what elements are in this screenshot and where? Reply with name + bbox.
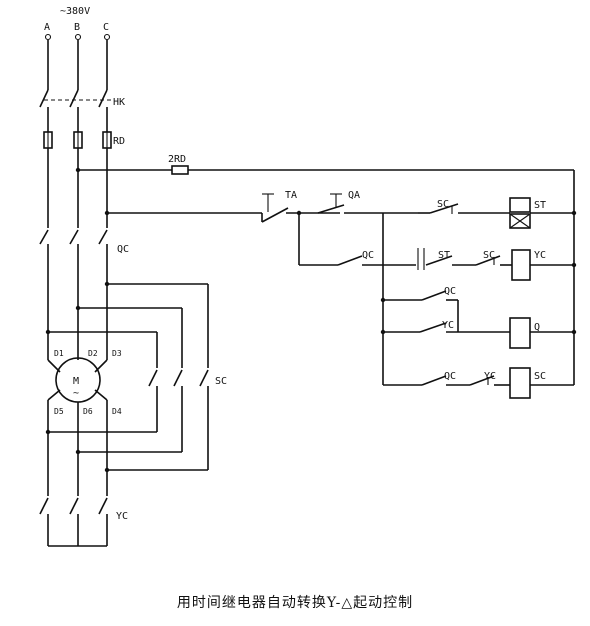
motor-tilde: ~: [73, 388, 79, 399]
terminal-a: [44, 33, 52, 41]
terminal-d4: D4: [112, 407, 122, 416]
figure-caption: 用时间继电器自动转换Y-△起动控制: [176, 595, 414, 611]
qc-hold-contact: [298, 213, 384, 385]
qc-contact-rung4-label: QC: [444, 371, 456, 382]
start-button-label: QA: [348, 190, 360, 201]
phase-b-label: B: [74, 22, 80, 33]
yc-contact-label: YC: [442, 320, 454, 331]
main-contactor-qc: [39, 229, 108, 332]
motor-symbol: M: [73, 376, 79, 387]
st-coil-label: ST: [534, 200, 546, 211]
stop-button-ta: [261, 193, 340, 223]
start-button-qa: [317, 193, 418, 214]
rung-q-coil: [380, 290, 574, 349]
rung-yc-coil: [383, 248, 574, 281]
terminal-d6: D6: [83, 407, 93, 416]
junction-right-3: [571, 329, 577, 335]
yc-contact-2-label: YC: [484, 371, 496, 382]
qc-hold-contact-label: QC: [362, 250, 374, 261]
motor: [47, 332, 108, 425]
phase-lines-top: [47, 40, 108, 90]
control-supply: [78, 165, 575, 385]
junction-right-2: [571, 262, 577, 268]
qc-contact-rung3-label: QC: [444, 286, 456, 297]
knife-switch-hk: [39, 89, 112, 132]
terminal-c: [103, 33, 111, 41]
terminal-b: [74, 33, 82, 41]
star-wiring: [39, 425, 110, 547]
sc-coil-label: SC: [534, 371, 546, 382]
terminal-d1: D1: [54, 349, 64, 358]
sc-contact-2-label: SC: [483, 250, 495, 261]
rung-st-coil: [418, 197, 574, 229]
terminal-d3: D3: [112, 349, 122, 358]
delta-wiring: [45, 281, 209, 471]
junction-right-1: [571, 210, 577, 216]
terminal-d2: D2: [88, 349, 98, 358]
contactor-yc-label: YC: [116, 511, 128, 522]
terminal-d5: D5: [54, 407, 64, 416]
q-coil-label: Q: [534, 322, 540, 333]
phase-a-label: A: [44, 22, 50, 33]
switch-hk-label: HK: [113, 97, 125, 108]
control-fuse-label: 2RD: [168, 154, 186, 165]
phase-c-label: C: [103, 22, 109, 33]
rung-sc-coil: [383, 367, 574, 399]
contactor-qc-label: QC: [117, 244, 129, 255]
contactor-sc-label: SC: [215, 376, 227, 387]
stop-button-label: TA: [285, 190, 297, 201]
sc-contact-1-label: SC: [437, 199, 449, 210]
fuses-rd: [43, 131, 112, 149]
st-contact-label: ST: [438, 250, 450, 261]
phase-lines-mid: [47, 148, 110, 228]
supply-voltage-label: ~380V: [60, 6, 90, 17]
fuse-rd-label: RD: [113, 136, 125, 147]
yc-coil-label: YC: [534, 250, 546, 261]
